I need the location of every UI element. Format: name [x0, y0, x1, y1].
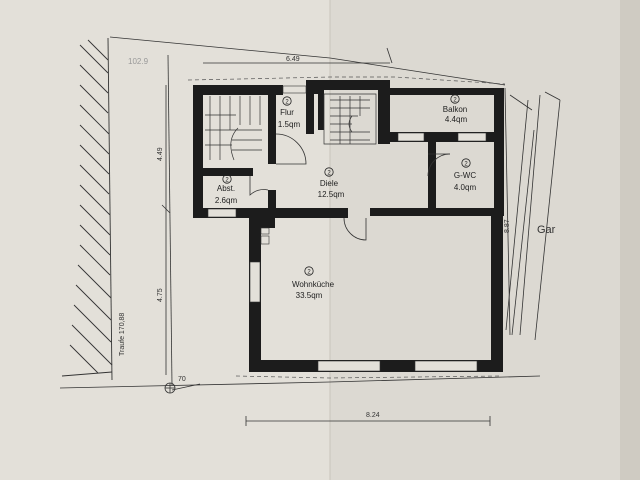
room-abst: 2 Abst. 2.6qm [215, 174, 238, 205]
boundary-note: Traufe 170,88 [119, 313, 126, 356]
room-area: 2.6qm [215, 196, 238, 205]
room-balkon: 2 Balkon 4.4qm [443, 94, 468, 124]
room-name: Diele [320, 179, 339, 188]
staircase-right [323, 93, 377, 145]
door-abst [249, 176, 269, 196]
room-area: 4.4qm [445, 115, 468, 124]
room-name: Balkon [443, 105, 467, 114]
room-marker: 2 [327, 171, 331, 177]
site-line-left [167, 54, 173, 386]
door-kitchen [343, 217, 367, 241]
room-name: Abst. [217, 184, 235, 193]
room-area: 33.5qm [296, 291, 323, 300]
room-area: 1.5qm [278, 120, 301, 129]
site-line-top [109, 36, 331, 59]
windows [207, 85, 487, 372]
room-name: Wohnküche [292, 280, 335, 289]
room-gwc: 2 G-WC 4.0qm [454, 158, 477, 192]
room-marker: 2 [464, 162, 468, 168]
faint-scribble: 102.9 [128, 57, 149, 66]
room-marker: 2 [453, 98, 457, 104]
room-marker: 2 [285, 100, 289, 106]
room-marker: 2 [307, 270, 311, 276]
room-wohnkueche: 2 Wohnküche 33.5qm [292, 266, 335, 300]
boundary-hatching [61, 37, 113, 381]
door-swings [249, 133, 451, 241]
room-name: G-WC [454, 171, 476, 180]
room-marker: 2 [225, 178, 229, 184]
dim-left-upper: 4.49 [157, 147, 164, 161]
room-name: Flur [280, 108, 294, 117]
paper-left-half [0, 0, 330, 480]
dashed-outline-bottom [235, 375, 501, 379]
garage-label: Gar [537, 224, 556, 236]
room-area: 12.5qm [318, 190, 345, 199]
room-diele: 2 Diele 12.5qm [318, 167, 345, 199]
paper-edge [620, 0, 640, 480]
corner-mark-label: 70 [178, 376, 186, 383]
dim-top-width: 6.49 [286, 56, 300, 63]
room-labels: 2 Flur 1.5qm 2 Balkon 4.4qm 2 Diele 12.5… [215, 94, 477, 300]
room-area: 4.0qm [454, 183, 477, 192]
room-flur: 2 Flur 1.5qm [278, 96, 301, 129]
dim-left-lower: 4.75 [157, 288, 164, 302]
garage-hatching [504, 87, 561, 341]
door-flur [275, 133, 307, 165]
dim-bottom-width: 8.24 [366, 412, 380, 419]
dim-right: 8.87 [504, 219, 511, 233]
staircase-left [205, 96, 262, 161]
dashed-outline-top [187, 76, 506, 85]
